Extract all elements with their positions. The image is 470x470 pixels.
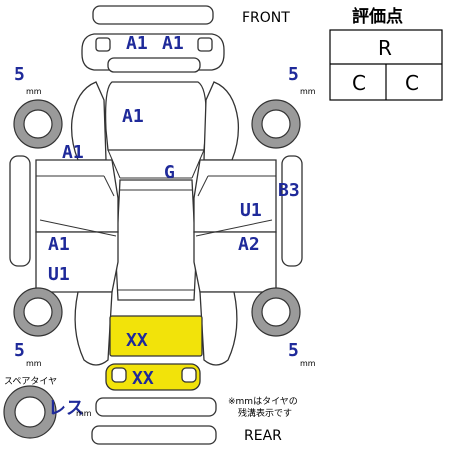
front-bumper (81, 33, 225, 73)
hood-panel (104, 81, 207, 151)
code-front-bumper-left: A1 (126, 33, 148, 54)
left-rear-quarter (74, 291, 113, 366)
code-roof: G (164, 162, 175, 183)
right-front-fender (203, 81, 240, 161)
tire-front-left (13, 99, 63, 149)
rear-label: REAR (244, 428, 282, 444)
spare-tire-unit: mm (76, 409, 92, 418)
spare-tire-status: レス (48, 398, 84, 419)
front-label: FRONT (242, 10, 290, 26)
tire-front-right (251, 99, 301, 149)
grade-title: 評価点 (352, 6, 403, 27)
tread-unit-rear-left: mm (26, 359, 42, 368)
tread-depth-rear-right: 5 (288, 340, 299, 361)
tire-spare (3, 385, 57, 439)
overall-grade: R (378, 36, 392, 60)
left-side-sill (9, 155, 31, 267)
code-trunk: XX (126, 330, 148, 351)
code-rear-bumper: XX (132, 368, 154, 389)
tire-rear-left (13, 287, 63, 337)
tread-unit-front-right: mm (300, 87, 316, 96)
right-rear-door (193, 231, 277, 293)
tread-depth-front-right: 5 (288, 64, 299, 85)
left-front-door (35, 159, 119, 233)
trunk-panel (109, 315, 203, 357)
interior-grade: C (352, 71, 366, 95)
note-line-2: 残溝表示です (238, 407, 292, 419)
code-front-left-fender: A1 (62, 142, 84, 163)
tread-depth-front-left: 5 (14, 64, 25, 85)
front-bar (92, 5, 214, 25)
code-right-front-door: U1 (240, 200, 262, 221)
right-front-door (193, 159, 277, 233)
tread-depth-rear-left: 5 (14, 340, 25, 361)
right-rear-quarter (199, 291, 238, 366)
code-hood: A1 (122, 106, 144, 127)
tread-unit-rear-right: mm (300, 359, 316, 368)
grade-table: 評価点 R C C (329, 6, 443, 101)
code-left-rear-door-lower: U1 (48, 264, 70, 285)
right-side-sill (281, 155, 303, 267)
left-rear-door (35, 231, 119, 293)
code-right-rear-door: A2 (238, 234, 260, 255)
tread-unit-front-left: mm (26, 87, 42, 96)
spare-tire-title: スペアタイヤ (4, 376, 57, 387)
roof-panel (115, 179, 197, 301)
code-right-quarter: B3 (278, 180, 300, 201)
code-front-bumper-right: A1 (162, 33, 184, 54)
tire-rear-right (251, 287, 301, 337)
rear-bar (95, 397, 217, 417)
code-left-rear-door-upper: A1 (48, 234, 70, 255)
note-line-1: ※mmはタイヤの (228, 396, 298, 407)
rear-bumper (105, 363, 201, 391)
exterior-grade: C (405, 71, 419, 95)
